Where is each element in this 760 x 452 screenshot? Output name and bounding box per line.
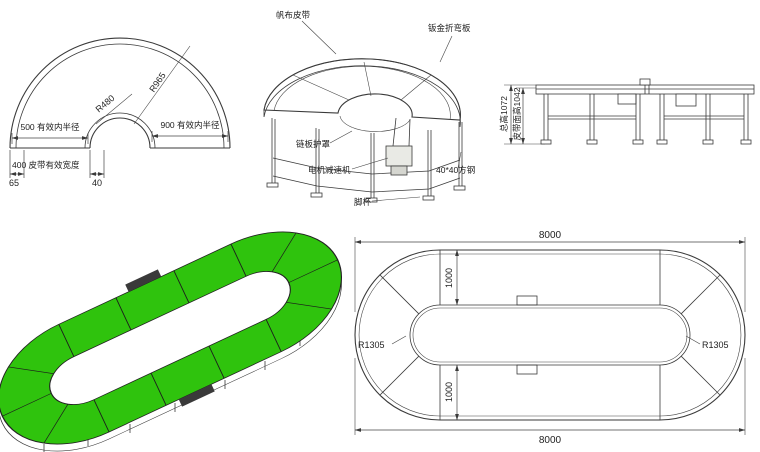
square-tube-leader (457, 151, 462, 169)
loop-motor-bottom (178, 384, 215, 407)
fan-dim-500: 500 有效内半径 (11, 122, 89, 144)
plan-motor-top (516, 295, 538, 306)
deck-top-face (263, 58, 461, 121)
label-40: 40 (92, 178, 102, 188)
foot-cup-leader (371, 196, 421, 202)
elevation-dims: 总高1072 皮带面高1042 (499, 84, 545, 145)
label-total-height: 总高1072 (499, 96, 509, 132)
plan-outer-boundary (354, 249, 746, 421)
fan-inner-arc (89, 117, 151, 149)
motor-reducer-box (385, 117, 413, 176)
deck-seam-1 (363, 61, 372, 97)
label-r480: R480 (94, 93, 117, 114)
plan-inner-hole (409, 304, 691, 366)
iso-frame-legs (266, 118, 466, 203)
belt-edge-arc (273, 65, 451, 121)
deck-seam-2 (400, 74, 432, 101)
label-canvas-belt: 帆布皮带 (276, 10, 311, 20)
elevation-body (535, 78, 755, 145)
r1305-left-leader (391, 335, 407, 345)
label-length-top: 8000 (539, 230, 562, 241)
plan-transition-lines (379, 250, 721, 420)
label-65: 65 (9, 178, 19, 188)
label-r965: R965 (147, 71, 168, 94)
label-inner-effective-500: 500 有效内半径 (20, 122, 80, 132)
iso-loop-view (0, 231, 342, 452)
label-square-tube: 40*40方钢 (436, 165, 475, 175)
loop-motor-top (125, 269, 162, 292)
r1305-right-leader (685, 335, 701, 345)
label-belt-width-bottom: 1000 (444, 382, 454, 402)
hole-inner-wall (339, 115, 411, 132)
fan-outer-rim-arc (15, 43, 225, 149)
label-belt-width-400: 400 皮带有效宽度 (12, 160, 80, 170)
motor-leader (351, 157, 389, 170)
belt-ring-surface (0, 231, 342, 445)
sheet-plate-leader (439, 35, 453, 63)
label-radius-left: R1305 (358, 340, 385, 350)
loop-plan-view: 8000 8000 1000 1000 R1305 R1305 (354, 230, 746, 446)
plan-dims: 8000 8000 1000 1000 R1305 R1305 (354, 230, 746, 446)
label-belt-surface-height: 皮带面高1042 (512, 87, 522, 140)
loop-belt-ring (0, 231, 342, 445)
belt-section-joints (2, 232, 338, 444)
fan-bottom-dims: 400 皮带有效宽度 65 40 (9, 150, 105, 188)
plan-motor-bottom (516, 364, 538, 375)
fan-outer-arc (9, 37, 231, 149)
side-elevation-view: 总高1072 皮带面高1042 (499, 78, 755, 145)
label-inner-effective-900: 900 有效内半径 (160, 120, 220, 130)
label-radius-right: R1305 (702, 340, 729, 350)
label-chain-guard: 链板护罩 (296, 139, 331, 149)
label-bent-sheet-plate: 钣金折弯板 (428, 23, 471, 33)
deck-rim-side (263, 58, 461, 128)
label-foot-cup: 脚杯 (354, 197, 372, 207)
chain-guard-leader (329, 130, 353, 144)
r965-leader-line (133, 45, 191, 125)
iso-curve-view: 帆布皮带 钣金折弯板 链板护罩 电机减速机 40*40方钢 脚杯 (263, 10, 475, 207)
fan-plan-view: R965 R480 500 有效内半径 900 有效内半径 400 皮带有效宽度… (9, 37, 231, 188)
plan-outer-rim (358, 253, 742, 417)
fan-dim-900: 900 有效内半径 (151, 120, 229, 142)
label-motor-reducer: 电机减速机 (308, 165, 351, 175)
r480-leader-line (95, 93, 133, 125)
deck-seam-3 (292, 74, 350, 101)
label-length-bottom: 8000 (539, 435, 562, 446)
label-belt-width-top: 1000 (444, 268, 454, 288)
canvas-belt-leader (301, 20, 337, 55)
plan-inner-rim (412, 307, 688, 363)
